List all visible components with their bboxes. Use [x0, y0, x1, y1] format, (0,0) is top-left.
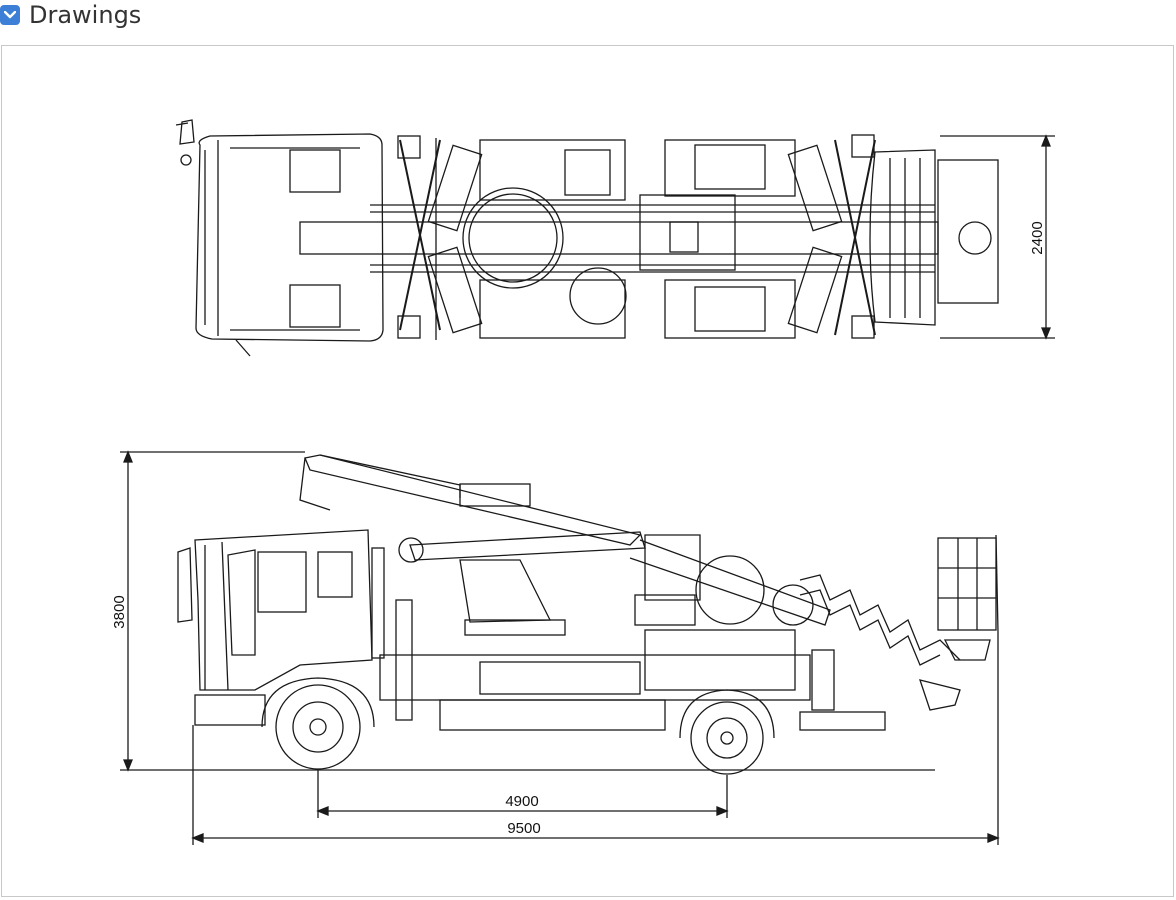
- collapse-toggle-button[interactable]: [0, 5, 20, 25]
- dimension-width-label: 2400: [1029, 221, 1046, 254]
- side-view: [120, 450, 1000, 845]
- chevron-down-icon: [4, 11, 16, 19]
- dimension-wheelbase-label: 4900: [505, 793, 538, 810]
- dimension-height-label: 3800: [111, 595, 128, 628]
- drawing-frame: [1, 45, 1174, 897]
- section-header: Drawings: [0, 0, 1176, 36]
- top-view: [175, 119, 1055, 357]
- dimension-overall-length-label: 9500: [507, 820, 540, 837]
- section-title: Drawings: [29, 1, 142, 29]
